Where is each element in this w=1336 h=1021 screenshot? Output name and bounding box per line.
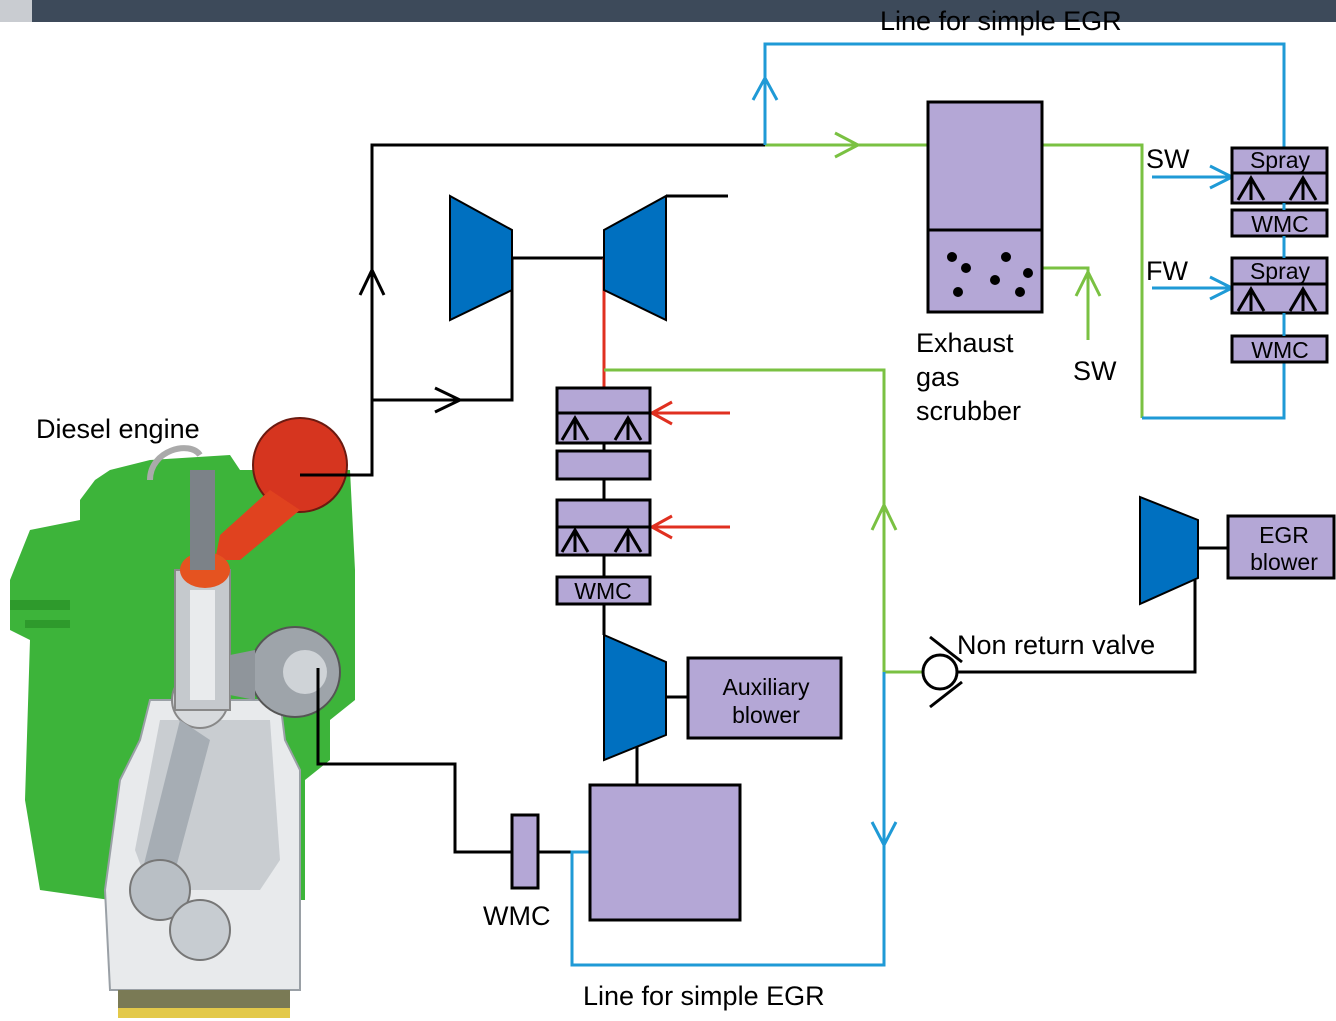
svg-text:EGR: EGR: [1259, 522, 1309, 548]
svg-text:blower: blower: [732, 702, 800, 728]
engine-exhaust-lines: [300, 143, 1228, 854]
sw-inlet-label: SW: [1146, 144, 1190, 174]
exhaust-gas-scrubber: [926, 100, 1044, 314]
svg-text:Spray: Spray: [1250, 258, 1311, 284]
turbocharger-turbine: [449, 194, 513, 322]
wmc-bottom-label: WMC: [483, 901, 550, 931]
diesel-engine-label: Diesel engine: [36, 414, 200, 444]
cooler-plate: [555, 449, 652, 481]
turbocharger-compressor: [603, 194, 667, 322]
wmc-small: [510, 813, 540, 890]
charge-air-cooler-1: [555, 386, 652, 445]
wmc-middle: WMC: [555, 575, 652, 606]
fw-inlet-label: FW: [1146, 256, 1188, 286]
non-return-valve-label: Non return valve: [957, 630, 1155, 660]
spray-bottom: Spray: [1230, 256, 1329, 315]
egr-line-bottom-label: Line for simple EGR: [583, 981, 825, 1011]
header-tab: [0, 0, 32, 22]
spray-top: Spray: [1230, 146, 1329, 205]
exhaust-gas-lines: [604, 131, 1144, 674]
svg-text:WMC: WMC: [574, 578, 631, 604]
svg-text:Auxiliary: Auxiliary: [723, 674, 810, 700]
wmc-right-1: WMC: [1230, 208, 1329, 238]
non-return-valve: [921, 635, 963, 709]
auxiliary-fan: [603, 633, 667, 762]
water-egr-lines: [570, 42, 1286, 967]
header-bar: [0, 0, 1336, 22]
scrubber-label-2: gas: [916, 362, 960, 392]
egr-blower-box: EGR blower: [1226, 514, 1336, 580]
svg-text:WMC: WMC: [1251, 211, 1308, 237]
svg-text:WMC: WMC: [1251, 337, 1308, 363]
sw-scrubber-label: SW: [1073, 356, 1117, 386]
auxiliary-blower-box: Auxiliary blower: [686, 656, 843, 740]
wmc-right-2: WMC: [1230, 334, 1329, 364]
scrubber-label-1: Exhaust: [916, 328, 1014, 358]
egr-line-top-label: Line for simple EGR: [880, 6, 1122, 36]
svg-text:Spray: Spray: [1250, 147, 1311, 173]
scrubber-label-3: scrubber: [916, 396, 1021, 426]
scavenge-air-receiver: [588, 783, 742, 922]
svg-text:blower: blower: [1250, 549, 1318, 575]
diesel-engine-illustration: [10, 417, 355, 1018]
egr-blower-fan: [1139, 495, 1199, 606]
charge-air-cooler-2: [555, 498, 652, 557]
